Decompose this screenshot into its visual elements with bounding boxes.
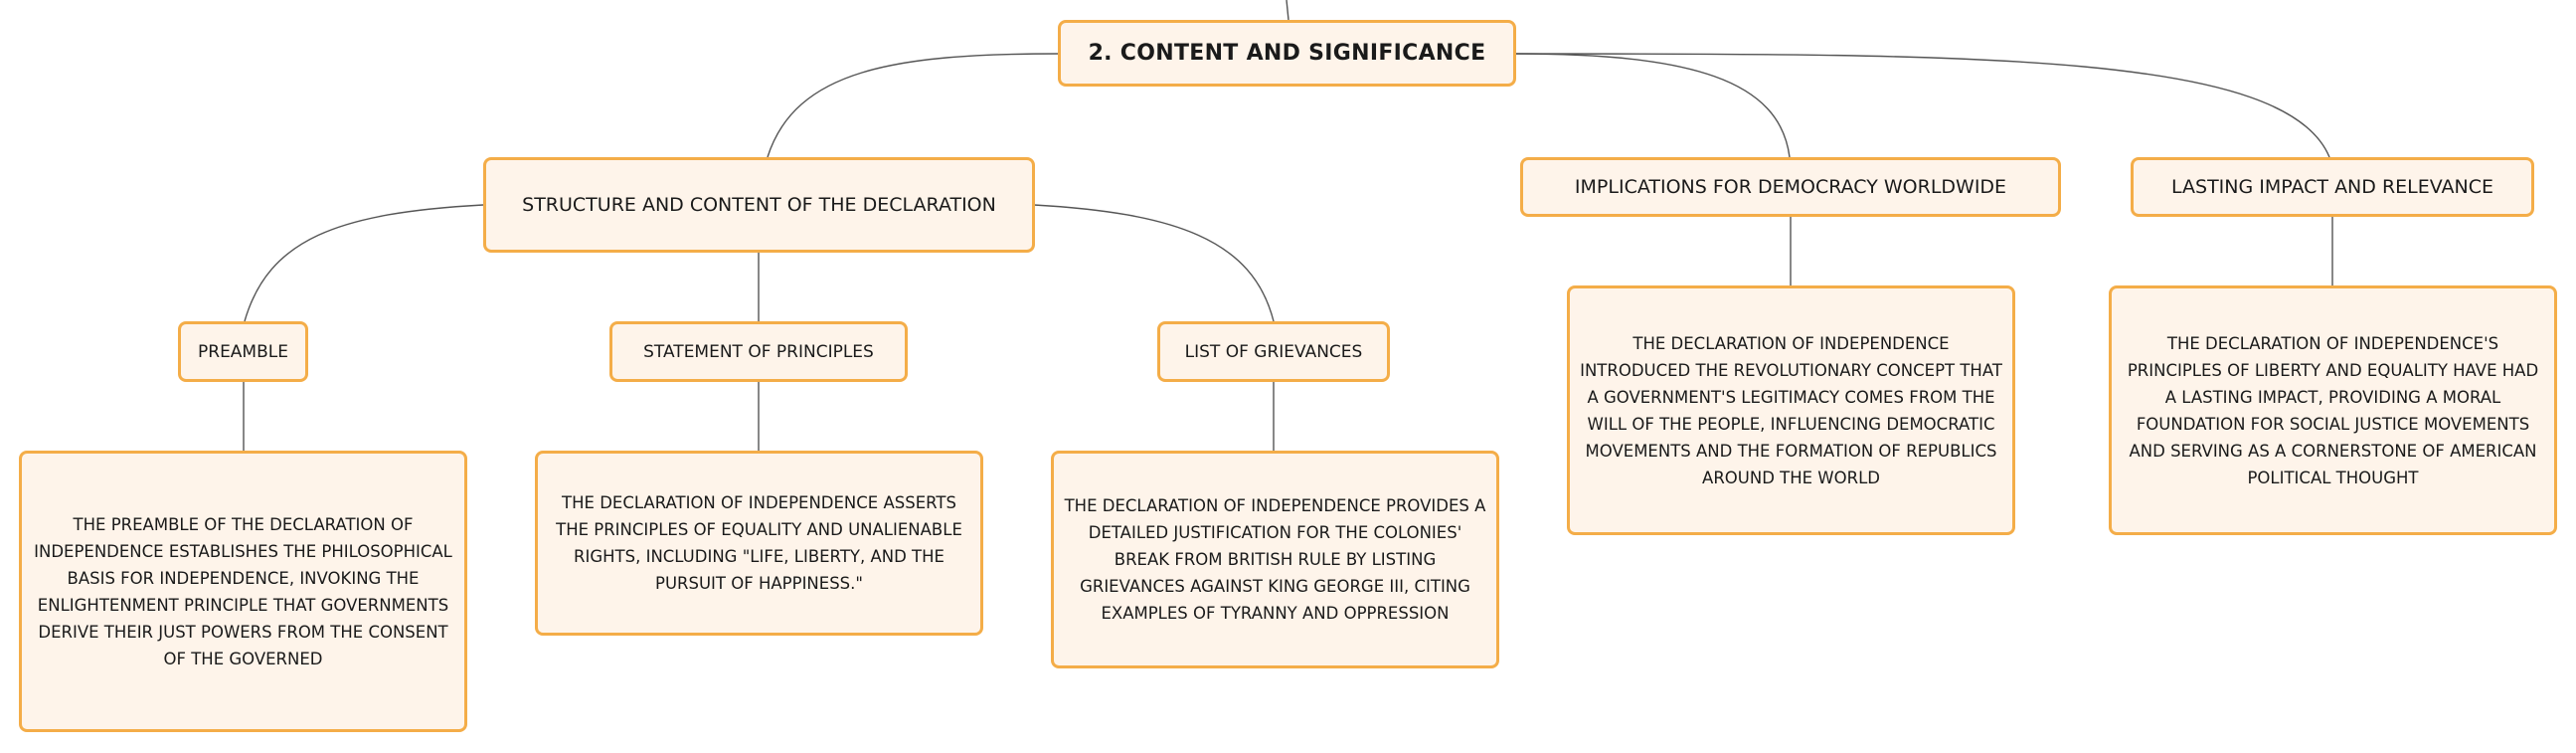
principles-description: THE DECLARATION OF INDEPENDENCE ASSERTS … [535,451,983,636]
structure-node[interactable]: STRUCTURE AND CONTENT OF THE DECLARATION [483,157,1035,253]
preamble-node[interactable]: PREAMBLE [178,321,308,382]
democracy-description-text: THE DECLARATION OF INDEPENDENCE INTRODUC… [1580,333,2002,487]
principles-node-label: STATEMENT OF PRINCIPLES [643,341,874,362]
impact-node[interactable]: LASTING IMPACT AND RELEVANCE [2131,157,2534,217]
democracy-node-label: IMPLICATIONS FOR DEMOCRACY WORLDWIDE [1574,176,2007,198]
preamble-node-label: PREAMBLE [198,341,288,362]
democracy-node[interactable]: IMPLICATIONS FOR DEMOCRACY WORLDWIDE [1520,157,2061,217]
grievances-description-text: THE DECLARATION OF INDEPENDENCE PROVIDES… [1064,496,1486,623]
impact-description: THE DECLARATION OF INDEPENDENCE'S PRINCI… [2109,285,2557,535]
impact-description-text: THE DECLARATION OF INDEPENDENCE'S PRINCI… [2127,333,2539,487]
connector-root-impact [1515,53,2330,158]
democracy-description: THE DECLARATION OF INDEPENDENCE INTRODUC… [1567,285,2015,535]
grievances-description: THE DECLARATION OF INDEPENDENCE PROVIDES… [1051,451,1499,668]
connector-structure-grievances [1033,204,1275,322]
grievances-node[interactable]: LIST OF GRIEVANCES [1157,321,1390,382]
connector-root-parent [1286,0,1289,21]
root-node[interactable]: 2. CONTENT AND SIGNIFICANCE [1058,20,1516,87]
impact-node-label: LASTING IMPACT AND RELEVANCE [2170,176,2494,198]
connector-structure-preamble [244,204,484,322]
grievances-node-label: LIST OF GRIEVANCES [1184,341,1363,362]
structure-node-label: STRUCTURE AND CONTENT OF THE DECLARATION [522,194,996,216]
preamble-description: THE PREAMBLE OF THE DECLARATION OF INDEP… [19,451,467,732]
connector-root-democracy [1515,53,1791,158]
principles-description-text: THE DECLARATION OF INDEPENDENCE ASSERTS … [556,493,962,593]
root-node-label: 2. CONTENT AND SIGNIFICANCE [1088,41,1486,66]
connector-root-structure [767,53,1059,158]
principles-node[interactable]: STATEMENT OF PRINCIPLES [609,321,908,382]
preamble-description-text: THE PREAMBLE OF THE DECLARATION OF INDEP… [34,514,452,668]
